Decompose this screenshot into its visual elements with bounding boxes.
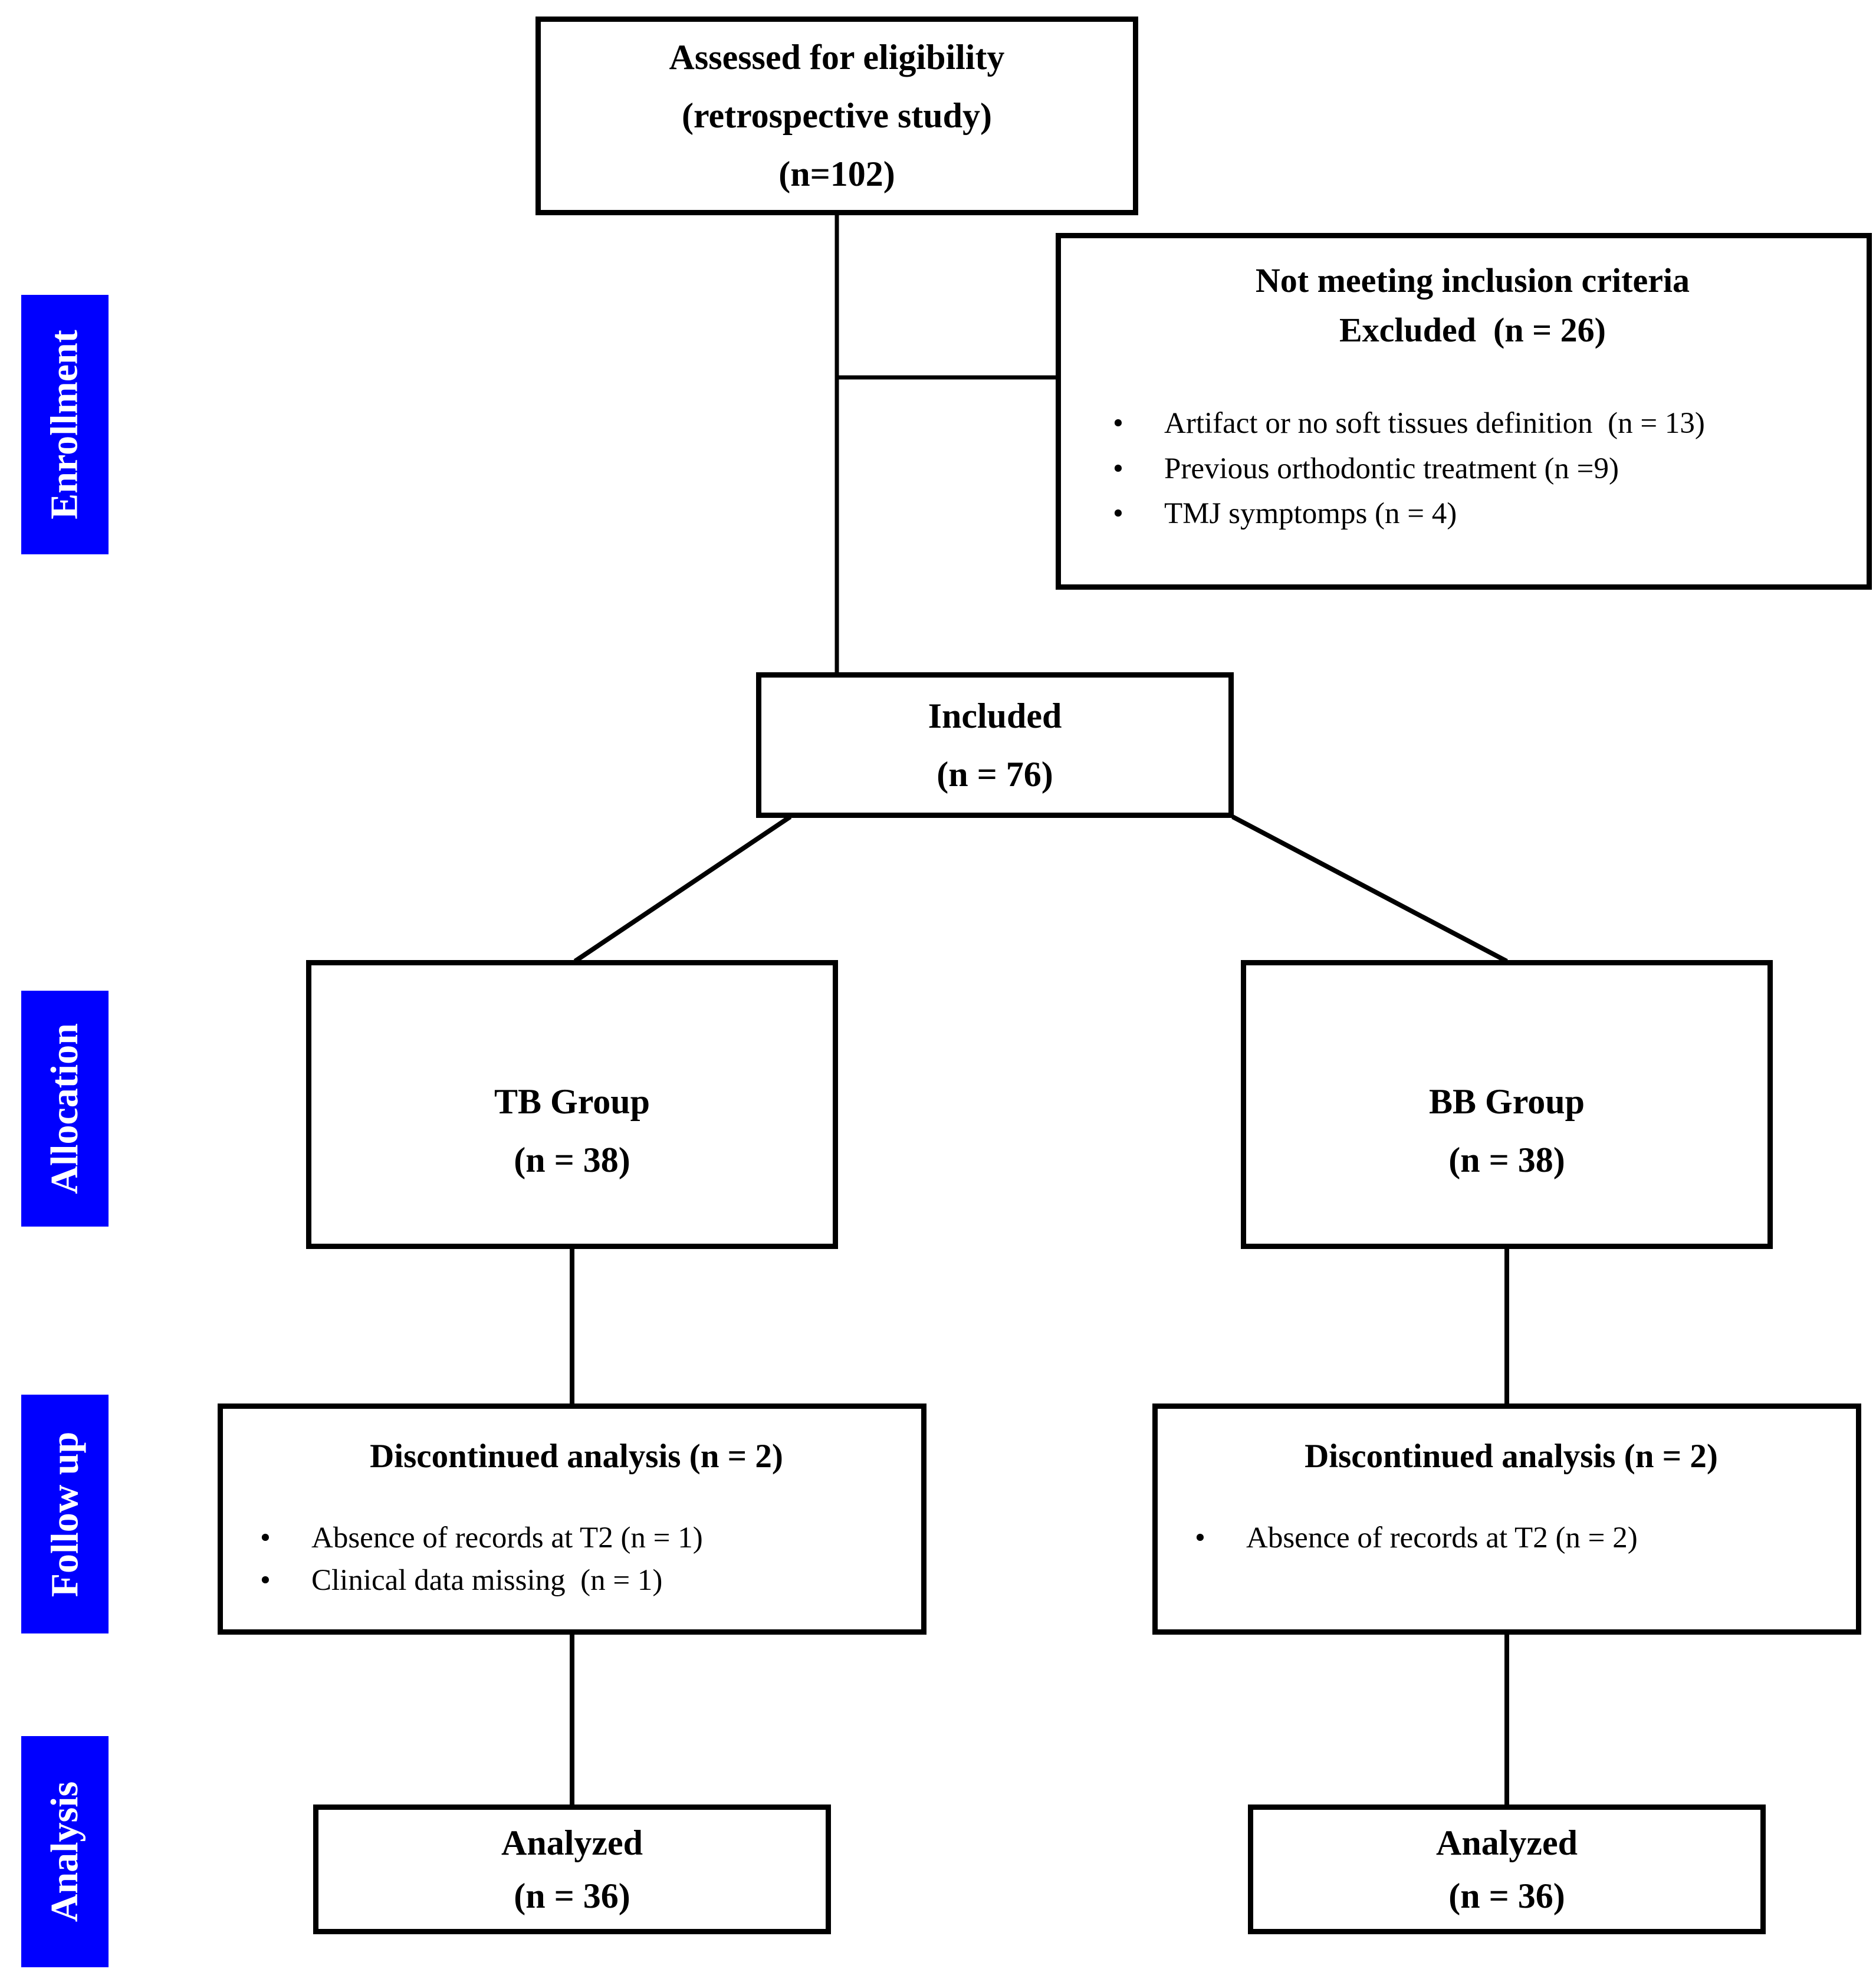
excluded-reason-item-3: TMJ symptomps (n = 4) [1102,491,1843,537]
included-line-2: (n = 76) [937,754,1053,794]
analyzed-bb-box: Analyzed (n = 36) [1248,1804,1766,1934]
excluded-box: Not meeting inclusion criteria Excluded … [1056,233,1872,590]
discontinued-tb-box: Discontinued analysis (n = 2) Absence of… [218,1403,926,1635]
bb-group-box: BB Group (n = 38) [1241,960,1773,1249]
stage-label-follow-up: Follow up [21,1395,109,1633]
stage-label-analysis-text: Analysis [43,1781,87,1922]
assessed-line-3: (n=102) [778,155,895,193]
discontinued-tb-reason-2: Clinical data missing (n = 1) [249,1559,903,1602]
bb-group-line-1: BB Group [1429,1082,1585,1121]
discontinued-bb-reason-1: Absence of records at T2 (n = 2) [1184,1517,1838,1560]
assessed-eligibility-box: Assessed for eligibility (retrospective … [535,17,1138,215]
stage-label-allocation: Allocation [21,991,109,1227]
stage-label-enrollment: Enrollment [21,295,109,554]
included-line-1: Included [928,696,1062,735]
excluded-header-line-1: Not meeting inclusion criteria [1255,261,1690,300]
discontinued-tb-reasons-list: Absence of records at T2 (n = 1) Clinica… [249,1517,903,1602]
analyzed-bb-line-2: (n = 36) [1448,1876,1565,1915]
bb-group-line-2: (n = 38) [1448,1140,1565,1179]
assessed-line-2: (retrospective study) [682,96,992,135]
connector-included-to-tb [573,814,792,964]
discontinued-tb-header: Discontinued analysis (n = 2) [370,1438,783,1475]
tb-group-line-2: (n = 38) [514,1140,630,1179]
stage-label-analysis: Analysis [21,1736,109,1967]
analyzed-bb-line-1: Analyzed [1436,1823,1578,1862]
analyzed-tb-box: Analyzed (n = 36) [313,1804,831,1934]
analyzed-tb-line-1: Analyzed [501,1823,643,1862]
included-box: Included (n = 76) [756,672,1234,818]
discontinued-bb-reasons-list: Absence of records at T2 (n = 2) [1184,1517,1838,1560]
stage-label-enrollment-text: Enrollment [43,330,86,520]
excluded-reasons-list: Artifact or no soft tissues definition (… [1102,401,1843,537]
excluded-header-line-2: Excluded (n = 26) [1339,311,1606,350]
excluded-reason-item-1: Artifact or no soft tissues definition (… [1102,401,1843,446]
connector-included-to-bb [1231,814,1508,964]
stage-label-allocation-text: Allocation [43,1023,86,1194]
analyzed-tb-line-2: (n = 36) [514,1876,630,1915]
stage-label-follow-up-text: Follow up [43,1431,87,1597]
discontinued-bb-header: Discontinued analysis (n = 2) [1305,1438,1718,1475]
assessed-line-1: Assessed for eligibility [669,38,1005,77]
discontinued-bb-box: Discontinued analysis (n = 2) Absence of… [1152,1403,1861,1635]
tb-group-box: TB Group (n = 38) [306,960,838,1249]
tb-group-line-1: TB Group [494,1082,650,1121]
excluded-reason-item-2: Previous orthodontic treatment (n =9) [1102,446,1843,492]
discontinued-tb-reason-1: Absence of records at T2 (n = 1) [249,1517,903,1560]
